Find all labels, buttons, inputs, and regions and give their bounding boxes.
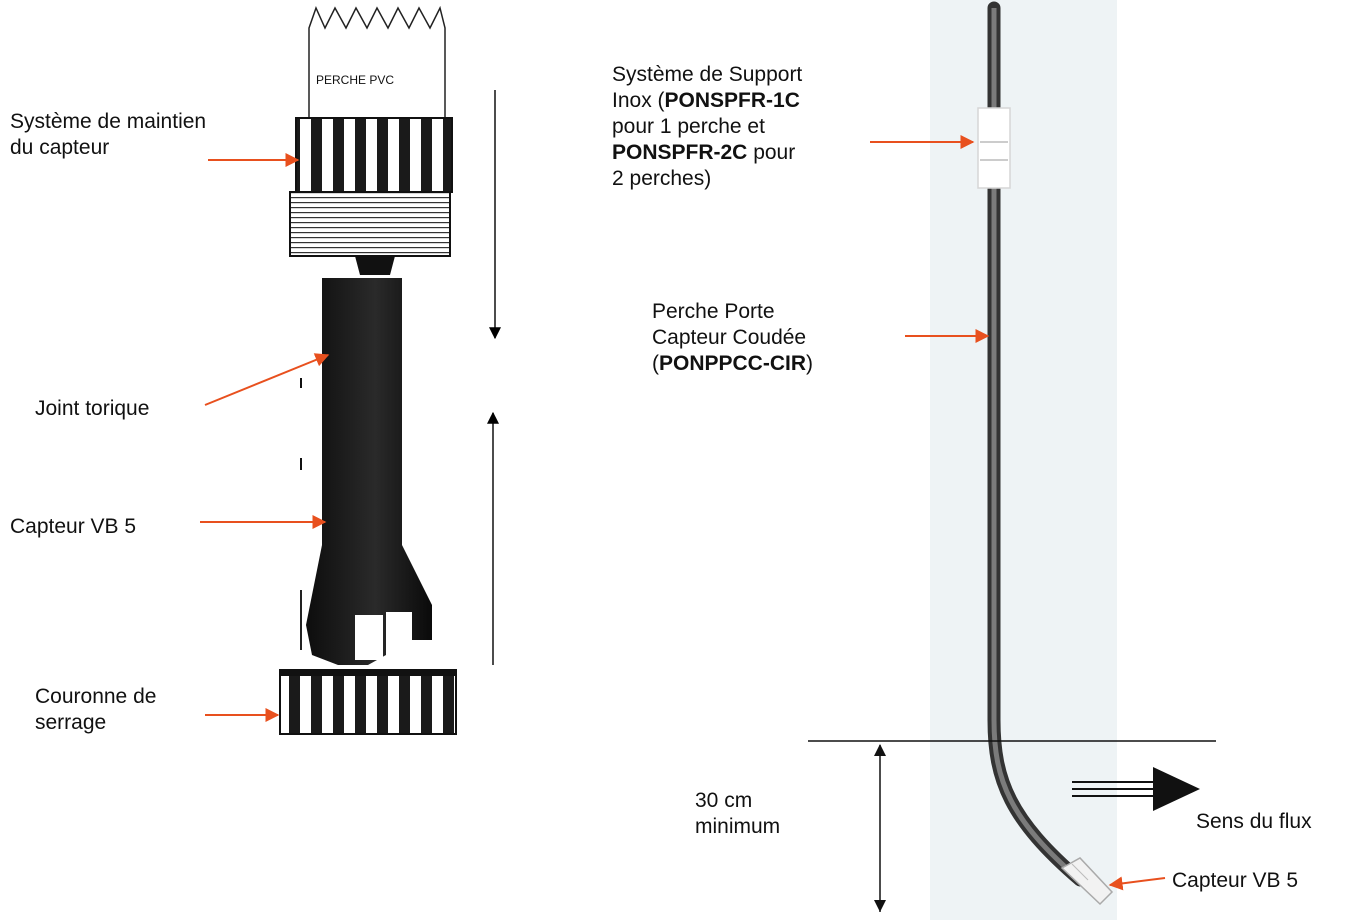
sensor-slot: [355, 615, 383, 660]
depth-arrow: [874, 744, 886, 912]
holder-label: Système de maintien du capteur: [10, 110, 207, 159]
holder-ring: [295, 117, 453, 193]
pvc-pole-label: PERCHE PVC: [316, 73, 395, 87]
depth-label: 30 cm minimum: [695, 789, 781, 838]
pole-label: Perche Porte Capteur Coudée (PONPPCC-CIR…: [652, 300, 814, 375]
crown-label: Couronne de serrage: [35, 685, 157, 734]
pointer-oring: [204, 353, 330, 406]
flow-label: Sens du flux: [1196, 810, 1312, 833]
left-sensor-assembly: [279, 5, 501, 735]
pvc-pole: [308, 5, 446, 118]
crown-ring: [279, 669, 457, 735]
sensor-label-left: Capteur VB 5: [10, 515, 137, 538]
tick-mark: [300, 590, 302, 650]
tick-mark: [300, 458, 302, 470]
tick-mark: [300, 378, 302, 388]
sensor-tip: [1060, 857, 1114, 906]
pointer-sensor-tip: [1108, 876, 1166, 891]
sensor-body: [306, 278, 432, 665]
oring-label: Joint torique: [35, 397, 150, 420]
sensor-neck: [355, 256, 395, 275]
water-column: [930, 0, 1117, 920]
support-bracket: [977, 107, 1011, 189]
sensor-label-right: Capteur VB 5: [1172, 869, 1299, 892]
threaded-section: [289, 191, 451, 257]
flow-arrow: [1072, 767, 1200, 811]
support-label: Système de Support Inox (PONSPFR-1C pour…: [612, 63, 803, 190]
